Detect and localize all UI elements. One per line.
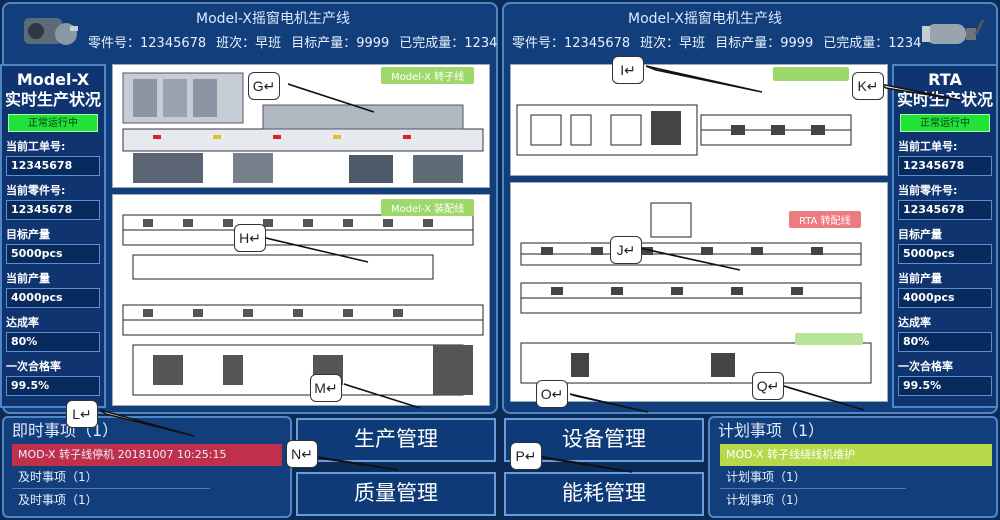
field-value: 4000pcs (898, 288, 992, 308)
callout-h: H↵ (234, 224, 266, 252)
callout-m: M↵ (310, 374, 342, 402)
field-value: 12345678 (6, 200, 100, 220)
event-item[interactable]: 及时事项（1） (18, 493, 98, 507)
event-item[interactable]: 计划事项（1） (720, 466, 906, 489)
callout-p: P↵ (510, 442, 542, 470)
field-value: 80% (6, 332, 100, 352)
field-value: 12345678 (898, 200, 992, 220)
status-badge: 正常运行中 (8, 114, 98, 132)
field-label: 达成率 (6, 316, 39, 329)
diagram-tag: RTA 转配线 (789, 211, 861, 228)
assembly-line-diagram[interactable]: Model-X 装配线 (112, 194, 490, 406)
field-value: 5000pcs (6, 244, 100, 264)
field-value: 99.5% (6, 376, 100, 396)
callout-o: O↵ (536, 380, 568, 408)
immediate-events-panel: 即时事项（1） MOD-X 转子线停机 20181007 10:25:15 及时… (2, 416, 292, 518)
sidebar-title: Model-X (16, 70, 90, 89)
callout-l: L↵ (66, 400, 98, 428)
field-label: 当前产量 (898, 272, 942, 285)
sidebar-title: RTA (928, 70, 962, 89)
quality-management-button[interactable]: 质量管理 (296, 472, 496, 516)
callout-i: I↵ (612, 56, 644, 84)
event-item-highlight[interactable]: MOD-X 转子线绕线机维护 (720, 444, 992, 466)
callout-j: J↵ (610, 236, 642, 264)
sidebar-subtitle: 实时生产状况 (896, 90, 993, 109)
rta-assembly-diagram[interactable]: RTA 转配线 (510, 182, 888, 402)
field-value: 80% (898, 332, 992, 352)
motor-image-left (20, 6, 80, 54)
field-value: 4000pcs (6, 288, 100, 308)
callout-g: G↵ (248, 72, 280, 100)
right-line-title: Model-X摇窗电机生产线 (628, 11, 782, 27)
motor-image-right (920, 10, 985, 56)
left-line-title: Model-X摇窗电机生产线 (196, 11, 350, 27)
callout-q: Q↵ (752, 372, 784, 400)
field-value: 12345678 (898, 156, 992, 176)
field-label: 当前工单号: (6, 140, 66, 153)
callout-n: N↵ (286, 440, 318, 468)
right-status-sidebar: RTA 实时生产状况 正常运行中 当前工单号: 12345678 当前零件号: … (892, 64, 998, 408)
diagram-tag (795, 333, 863, 345)
field-value: 99.5% (898, 376, 992, 396)
field-value: 5000pcs (898, 244, 992, 264)
immediate-events-title: 即时事项（1） (12, 421, 119, 440)
diagram-tag: Model-X 装配线 (381, 199, 475, 216)
field-label: 当前零件号: (6, 184, 66, 197)
rotor-line-diagram[interactable]: Model-X 转子线 (112, 64, 490, 188)
field-label: 目标产量 (6, 228, 50, 241)
rta-line-top-diagram[interactable] (510, 64, 888, 176)
planned-events-title: 计划事项（1） (718, 421, 825, 440)
field-label: 一次合格率 (6, 360, 61, 373)
diagram-tag (773, 67, 849, 81)
status-badge: 正常运行中 (900, 114, 990, 132)
planned-events-panel: 计划事项（1） MOD-X 转子线绕线机维护 计划事项（1） 计划事项（1） (708, 416, 998, 518)
event-item[interactable]: 计划事项（1） (726, 493, 806, 507)
field-label: 当前工单号: (898, 140, 958, 153)
field-value: 12345678 (6, 156, 100, 176)
event-item-alert[interactable]: MOD-X 转子线停机 20181007 10:25:15 (12, 444, 282, 466)
field-label: 一次合格率 (898, 360, 953, 373)
production-management-button[interactable]: 生产管理 (296, 418, 496, 462)
field-label: 当前零件号: (898, 184, 958, 197)
left-status-sidebar: Model-X 实时生产状况 正常运行中 当前工单号: 12345678 当前零… (0, 64, 106, 408)
energy-management-button[interactable]: 能耗管理 (504, 472, 704, 516)
callout-k: K↵ (852, 72, 884, 100)
field-label: 当前产量 (6, 272, 50, 285)
sidebar-subtitle: 实时生产状况 (4, 90, 101, 109)
field-label: 目标产量 (898, 228, 942, 241)
event-item[interactable]: 及时事项（1） (12, 466, 210, 489)
diagram-tag: Model-X 转子线 (381, 67, 475, 84)
field-label: 达成率 (898, 316, 931, 329)
